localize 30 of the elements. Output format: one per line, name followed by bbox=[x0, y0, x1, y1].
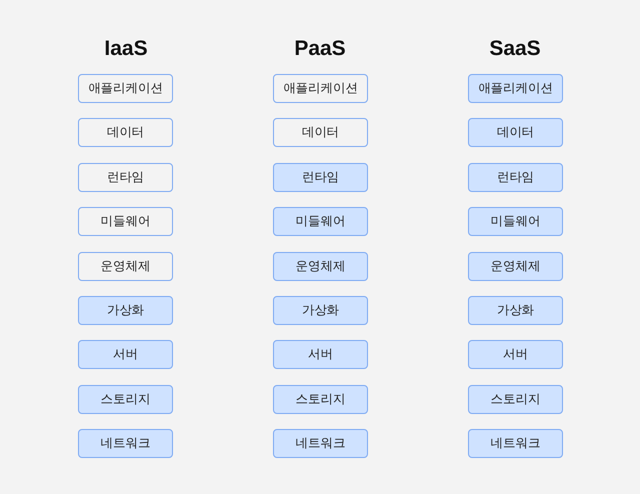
layer-box: 운영체제 bbox=[468, 252, 563, 281]
layer-box: 운영체제 bbox=[273, 252, 368, 281]
column-heading: PaaS bbox=[294, 37, 346, 61]
layer-box: 서버 bbox=[78, 340, 173, 369]
layer-box: 가상화 bbox=[273, 296, 368, 325]
layer-box: 데이터 bbox=[273, 118, 368, 147]
layer-box: 네트워크 bbox=[468, 429, 563, 458]
layer-box: 데이터 bbox=[468, 118, 563, 147]
column-heading: SaaS bbox=[489, 37, 541, 61]
layer-box: 애플리케이션 bbox=[78, 74, 173, 103]
layer-box: 가상화 bbox=[78, 296, 173, 325]
layer-box: 미들웨어 bbox=[78, 207, 173, 236]
layer-box: 스토리지 bbox=[468, 385, 563, 414]
layer-box: 스토리지 bbox=[78, 385, 173, 414]
layer-box: 애플리케이션 bbox=[468, 74, 563, 103]
layer-box: 서버 bbox=[468, 340, 563, 369]
layer-box: 런타임 bbox=[273, 163, 368, 192]
layer-box: 가상화 bbox=[468, 296, 563, 325]
layer-box: 런타임 bbox=[468, 163, 563, 192]
layer-box: 네트워크 bbox=[78, 429, 173, 458]
layer-box: 운영체제 bbox=[78, 252, 173, 281]
layer-box: 네트워크 bbox=[273, 429, 368, 458]
layer-box: 데이터 bbox=[78, 118, 173, 147]
layer-box: 런타임 bbox=[78, 163, 173, 192]
layer-box: 애플리케이션 bbox=[273, 74, 368, 103]
layer-box: 미들웨어 bbox=[273, 207, 368, 236]
layer-box: 서버 bbox=[273, 340, 368, 369]
layer-box: 스토리지 bbox=[273, 385, 368, 414]
column-heading: IaaS bbox=[104, 37, 148, 61]
layer-box: 미들웨어 bbox=[468, 207, 563, 236]
